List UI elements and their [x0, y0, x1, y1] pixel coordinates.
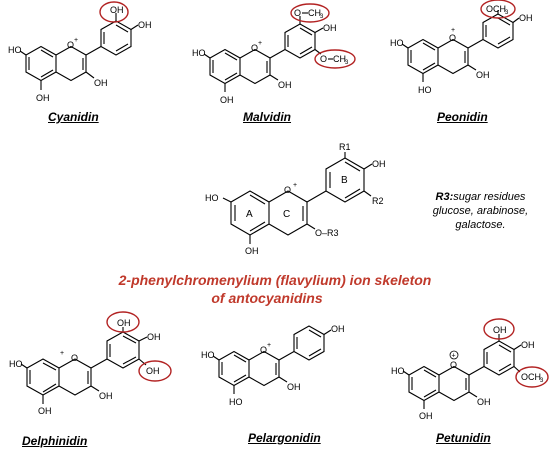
atom-plus: + — [293, 182, 297, 189]
atom-methyl-sub: 3 — [345, 60, 349, 66]
r3-note-line3: galactose. — [455, 219, 506, 231]
r3-note-line1: sugar residues — [453, 191, 526, 203]
r3-note-line2: glucose, arabinose, — [432, 205, 529, 217]
atom-oxonium: O — [450, 360, 457, 370]
atom-methoxy-o: O — [294, 8, 301, 18]
skeleton-caption-line2: of antocyanidins — [211, 290, 323, 306]
atom-methoxy-o: O — [320, 54, 327, 64]
highlight-circle — [106, 311, 140, 333]
atom-ho: HO — [201, 350, 215, 360]
atom-oh: OH — [38, 406, 52, 416]
atom-ho: HO — [390, 38, 404, 48]
atom-oxonium: O — [71, 353, 78, 363]
atom-methyl: CH — [493, 4, 506, 14]
highlight-circle — [483, 318, 515, 340]
charge-circle — [449, 350, 459, 360]
atom-oxonium: O — [67, 40, 74, 50]
r3-note-label: R3: — [435, 191, 454, 203]
r3-note: R3:sugar residues glucose, arabinose, ga… — [418, 190, 543, 232]
atom-oh: OH — [372, 159, 386, 169]
atom-r2: R2 — [372, 196, 384, 206]
highlight-circle — [99, 1, 129, 23]
pelargonidin-structure: HO O + HO OH OH — [201, 324, 345, 407]
delphinidin-label: Delphinidin — [22, 434, 88, 448]
atom-methyl: CH — [528, 372, 541, 382]
petunidin-structure: HO O + OH OH OH OH O CH 3 — [391, 318, 549, 421]
delphinidin-structure: HO O + OH OH OH OH OH — [9, 311, 172, 416]
atom-oxonium: O — [251, 43, 258, 53]
atom-r1: R1 — [339, 142, 351, 152]
atom-oh: OH — [419, 411, 433, 421]
atom-oh: OH — [146, 366, 160, 376]
highlight-circle — [480, 0, 516, 19]
atom-ho: HO — [418, 85, 432, 95]
cyanidin-structure: HO O + OH OH OH OH — [8, 1, 152, 103]
ring-a-label: A — [246, 209, 253, 220]
atom-oxonium: O — [260, 345, 267, 355]
highlight-circle — [290, 3, 330, 23]
atom-methoxy-o: O — [486, 4, 493, 14]
atom-methyl-sub: 3 — [320, 14, 324, 20]
skeleton-caption-line1: 2-phenylchromenylium (flavylium) ion ske… — [118, 272, 432, 288]
atom-oh: OH — [493, 325, 507, 335]
highlight-circle — [314, 49, 356, 69]
atom-oh: OH — [110, 5, 124, 15]
atom-ho: HO — [192, 48, 206, 58]
atom-methyl: CH — [333, 54, 346, 64]
atom-ho: HO — [229, 397, 243, 407]
atom-o-r3: O–R3 — [315, 228, 339, 238]
atom-ho: HO — [9, 359, 23, 369]
atom-oh: OH — [477, 397, 491, 407]
atom-ho: HO — [391, 366, 405, 376]
atom-oh: OH — [117, 318, 131, 328]
malvidin-structure: HO O + OH OH OH O CH 3 O CH 3 — [192, 3, 356, 105]
atom-plus: + — [451, 27, 455, 34]
atom-plus: + — [452, 353, 456, 360]
atom-methyl: CH — [308, 8, 321, 18]
atom-oh: OH — [36, 93, 50, 103]
atom-oh: OH — [323, 23, 337, 33]
highlight-circle — [515, 366, 549, 388]
atom-oh: OH — [138, 20, 152, 30]
peonidin-label: Peonidin — [437, 110, 488, 124]
ring-c-label: C — [283, 209, 290, 220]
atom-oh: OH — [331, 324, 345, 334]
atom-oh: OH — [521, 340, 535, 350]
atom-oh: OH — [99, 391, 113, 401]
atom-oxonium: O — [284, 185, 291, 195]
atom-oh: OH — [245, 246, 259, 256]
atom-methoxy-o: O — [521, 372, 528, 382]
atom-oh: OH — [147, 332, 161, 342]
highlight-circle — [138, 360, 172, 382]
atom-oh: OH — [519, 13, 533, 23]
atom-plus: + — [258, 40, 262, 47]
atom-ho: HO — [8, 45, 22, 55]
petunidin-label: Petunidin — [436, 431, 491, 445]
atom-oh: OH — [287, 382, 301, 392]
atom-plus: + — [74, 37, 78, 44]
atom-plus: + — [60, 350, 64, 357]
ring-b-label: B — [341, 175, 348, 186]
atom-oh: OH — [220, 95, 234, 105]
cyanidin-label: Cyanidin — [48, 110, 99, 124]
peonidin-structure: HO O + HO OH OH O CH 3 — [390, 0, 533, 95]
malvidin-label: Malvidin — [243, 110, 292, 124]
atom-oh: OH — [476, 70, 490, 80]
atom-oh: OH — [94, 78, 108, 88]
atom-methyl-sub: 3 — [540, 378, 544, 384]
atom-oh: OH — [278, 80, 292, 90]
atom-methyl-sub: 3 — [505, 10, 509, 16]
pelargonidin-label: Pelargonidin — [248, 431, 321, 445]
atom-oxonium: O — [449, 33, 456, 43]
atom-ho: HO — [205, 193, 219, 203]
atom-plus: + — [267, 342, 271, 349]
flavylium-skeleton-structure: A C B HO O + OH O–R3 R1 OH R2 — [205, 142, 386, 256]
